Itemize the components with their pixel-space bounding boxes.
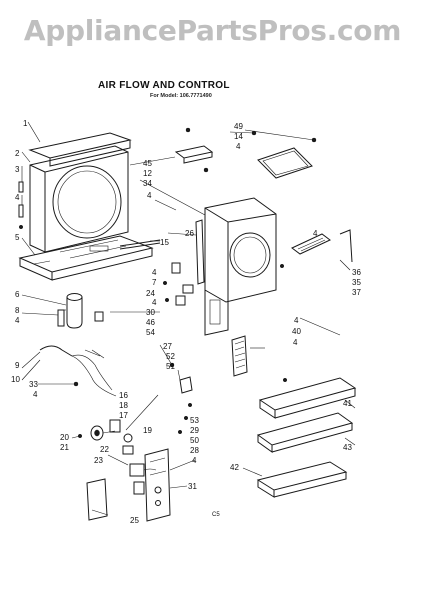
callout-1: 1 [23,119,28,128]
callout-28: 28 [190,446,199,455]
wire-harness [39,345,117,397]
callout-49: 49 [234,122,243,131]
watermark-text: AppliancePartsPros.com [23,14,402,47]
callout-5: 5 [15,233,20,242]
top-cover-panel [28,132,132,167]
callout-25: 25 [130,516,139,525]
diagram-subtitle: For Model: 106.7771490 [150,93,212,99]
callout-17: 17 [119,411,128,420]
callout-29: 29 [190,426,199,435]
callout-36: 36 [352,268,361,277]
callout-4-c: 4 [33,390,38,399]
drip-tray-41 [258,377,357,419]
callout-53: 53 [190,416,199,425]
callout-4: 4 [15,193,20,202]
callout-24: 24 [146,289,155,298]
callout-35: 35 [352,278,361,287]
callout-4-f: 4 [152,298,157,307]
callout-4-i: 4 [313,229,318,238]
damper-link [169,362,193,435]
callout-22: 22 [100,445,109,454]
left-clips [18,181,24,230]
callout-51: 51 [166,362,175,371]
callout-12: 12 [143,169,152,178]
callout-4-b: 4 [15,316,20,325]
callout-9: 9 [15,361,20,370]
callout-42: 42 [230,463,239,472]
callout-34: 34 [143,179,152,188]
callout-40: 40 [292,327,301,336]
tray-43 [256,412,354,453]
airflow-housing [204,197,277,336]
callout-3: 3 [15,165,20,174]
footer-code: C5 [212,512,220,518]
base-tray [18,235,154,281]
knob-cover [86,478,108,521]
grille-27 [231,335,248,377]
switch-assembly [109,419,134,455]
callout-10: 10 [11,375,20,384]
callout-19: 19 [143,426,152,435]
rod-26 [195,219,205,285]
capacitor [57,293,83,329]
callout-4-h: 4 [236,142,241,151]
callout-26: 26 [185,229,194,238]
callout-14: 14 [234,132,243,141]
callout-4-g: 4 [192,456,197,465]
callout-16: 16 [119,391,128,400]
air-filter [251,130,317,179]
callout-15: 15 [160,238,169,247]
callout-7: 7 [152,278,157,287]
callout-23: 23 [94,456,103,465]
callout-30: 30 [146,308,155,317]
callout-2: 2 [15,149,20,158]
callout-43: 43 [343,443,352,452]
control-bracket [144,448,171,522]
callout-4-k: 4 [293,338,298,347]
callout-41: 41 [343,399,352,408]
callout-6: 6 [15,290,20,299]
leader-lines [21,121,356,516]
callout-50: 50 [190,436,199,445]
callout-4-e: 4 [152,268,157,277]
control-knob [77,425,116,441]
front-bulkhead [29,145,129,253]
callout-31: 31 [188,482,197,491]
callout-20: 20 [60,433,69,442]
callout-4-j: 4 [294,316,299,325]
callout-labels: 1 2 3 4 5 15 6 8 4 9 10 33 4 20 21 22 23… [11,119,361,525]
thermostat [129,463,157,495]
callout-27: 27 [163,342,172,351]
shaft-15 [119,239,161,250]
callout-8: 8 [15,306,20,315]
callout-4-d: 4 [147,191,152,200]
damper-door [174,127,214,173]
callout-33: 33 [29,380,38,389]
callout-21: 21 [60,443,69,452]
diagram-title: AIR FLOW AND CONTROL [98,80,230,91]
callout-45: 45 [143,159,152,168]
callout-37: 37 [352,288,361,297]
small-brackets [94,262,194,322]
side-louver [279,229,353,269]
callout-52: 52 [166,352,175,361]
callout-54: 54 [146,328,155,337]
callout-46: 46 [146,318,155,327]
base-pan-42 [256,461,348,498]
callout-18: 18 [119,401,128,410]
